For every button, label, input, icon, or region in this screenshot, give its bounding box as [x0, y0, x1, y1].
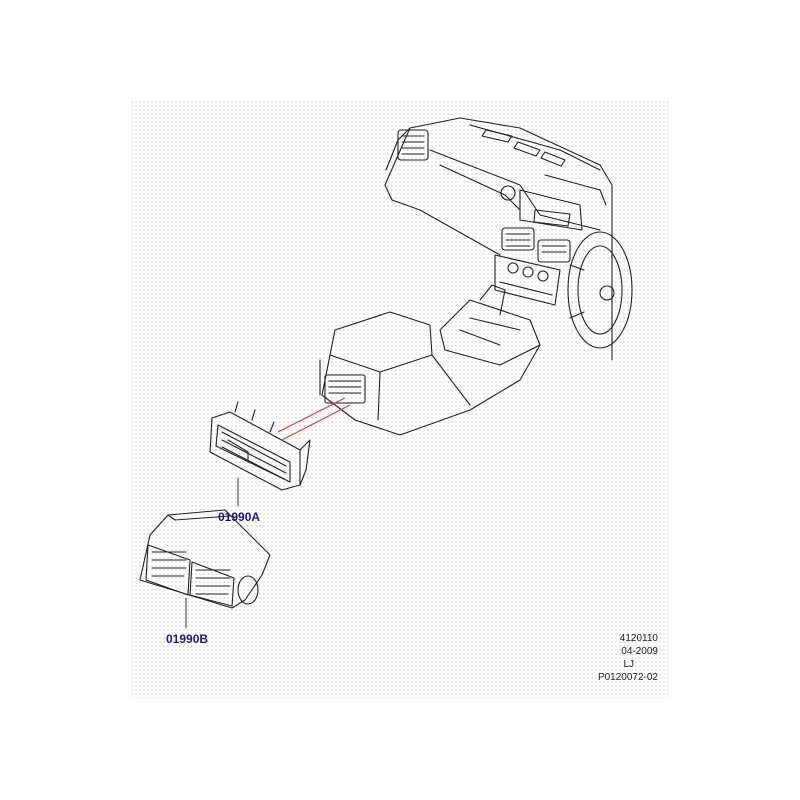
vent-grille-a-illustration [209, 401, 311, 491]
vent-housing-b-illustration [139, 509, 271, 609]
callout-01990b[interactable]: 01990B [166, 632, 209, 646]
revision-date: 04-2009 [621, 646, 658, 657]
callout-01990a[interactable]: 01990A [218, 510, 261, 524]
diagram-sheet [130, 100, 670, 698]
drawing-number: P0120072-02 [597, 672, 658, 683]
dashboard-illustration [319, 117, 633, 436]
illustration-number: 4120110 [619, 633, 658, 644]
vehicle-code: LJ [623, 659, 634, 670]
